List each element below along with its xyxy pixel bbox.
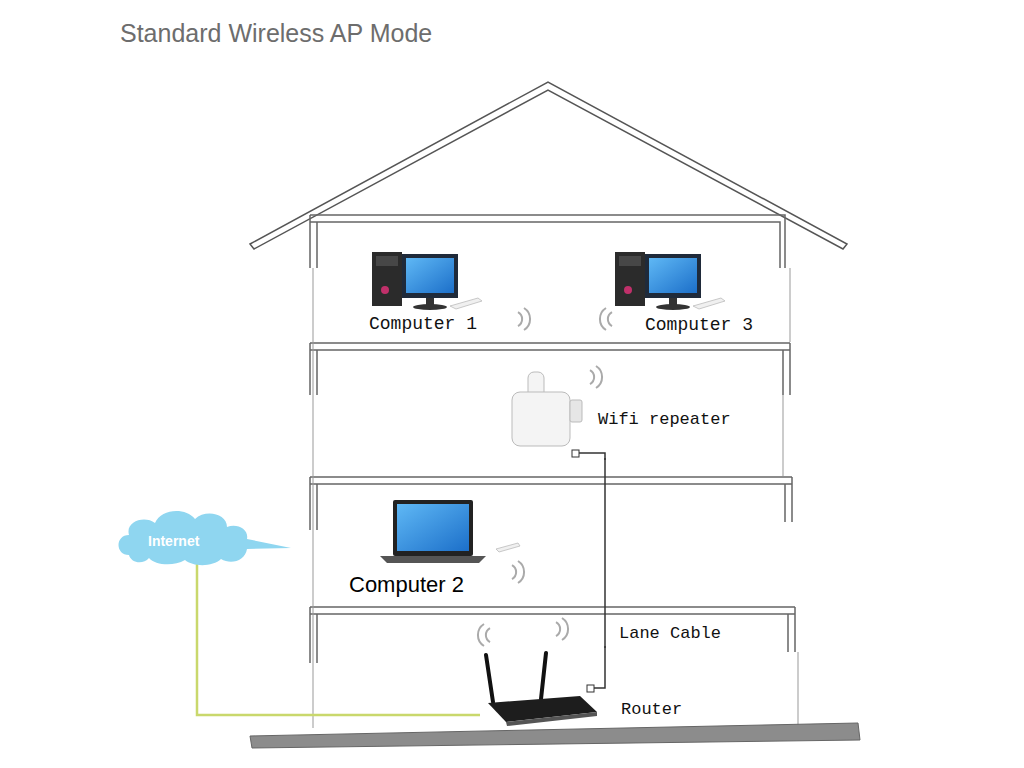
router-node: Router xyxy=(480,648,700,728)
node-label: Wifi repeater xyxy=(598,410,731,429)
diagram-title: Standard Wireless AP Mode xyxy=(120,19,432,48)
cloud-shape xyxy=(115,505,295,567)
laptop-node: Computer 2 xyxy=(340,495,500,605)
node-label: Computer 1 xyxy=(369,314,477,334)
cable-connector xyxy=(605,458,606,648)
cloud-node: Internet xyxy=(115,505,295,567)
node-label: Internet xyxy=(148,533,199,549)
repeater-node: Wifi repeater xyxy=(500,360,750,458)
node-label: Computer 2 xyxy=(349,572,464,598)
edge-label: Lane Cable xyxy=(617,624,723,643)
computer-node: Computer 1 xyxy=(360,238,490,338)
cable-connector xyxy=(197,562,480,715)
node-label: Computer 3 xyxy=(645,315,753,335)
computer-node: Computer 3 xyxy=(606,238,786,338)
node-label: Router xyxy=(621,700,682,719)
